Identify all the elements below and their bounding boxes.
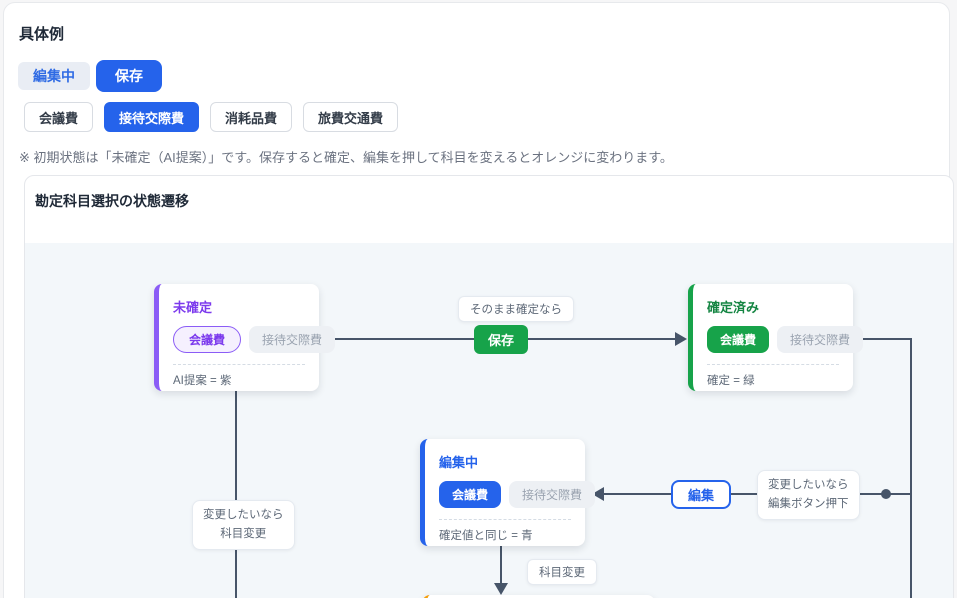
chip-muted: 接待交際費 [777,326,864,353]
chip-primary: 会議費 [707,326,770,353]
chip-row: 会議費 接待交際費 [707,326,864,353]
chip-muted: 接待交際費 [249,326,336,353]
card-title: 確定済み [707,300,760,315]
chip-row: 会議費 接待交際費 [439,481,596,508]
page-container: 具体例 編集中 保存 会議費 接待交際費 消耗品費 旅費交通費 ※ 初期状態は「… [3,2,954,598]
state-card-confirmed: 確定済み 会議費 接待交際費 確定 = 緑 [688,284,864,391]
edge-line-right-vertical [910,338,912,598]
note-text: ※ 初期状態は「未確定（AI提案）」です。保存すると確定、編集を押して科目を変え… [19,150,673,165]
chip-primary: 会議費 [173,326,242,353]
card-title: 編集中 [439,455,479,470]
card-caption: AI提案 = 紫 [173,375,232,387]
card-title: 未確定 [173,300,213,315]
category-button-meeting[interactable]: 会議費 [24,102,94,132]
edge-label-change-subject: 変更したいなら 科目変更 [192,500,295,550]
edge-label-line: 変更したいなら [203,509,284,521]
edge-label-line: 変更したいなら [768,479,849,491]
edge-line-unconfirmed-down [235,391,237,598]
category-button-entertainment[interactable]: 接待交際費 [104,102,200,132]
save-button[interactable]: 保存 [96,60,162,92]
chip-muted: 接待交際費 [509,481,596,508]
edge-label-keep-confirm: そのまま確定なら [458,296,574,322]
category-button-row: 会議費 接待交際費 消耗品費 旅費交通費 [24,102,399,132]
edge-label-subject-change: 科目変更 [527,559,597,585]
arrowhead-right-icon [675,332,687,346]
category-button-supplies[interactable]: 消耗品費 [210,102,293,132]
junction-dot [881,489,891,499]
edge-node-edit: 編集 [671,480,732,509]
card-caption: 確定 = 緑 [707,375,755,387]
chip-primary: 会議費 [439,481,502,508]
card-divider [707,364,839,365]
edge-label-change-edit: 変更したいなら 編集ボタン押下 [757,470,860,520]
edge-label-line: 科目変更 [220,528,267,540]
card-caption: 確定値と同じ = 青 [439,530,533,542]
edge-label-line: 編集ボタン押下 [768,498,849,510]
card-divider [173,364,305,365]
edge-line-confirmed-right [853,338,912,340]
card-divider [439,519,571,520]
status-badge: 編集中 [18,62,90,90]
example-heading: 具体例 [19,26,65,43]
state-card-changed-partial [422,595,655,598]
panel-title: 勘定科目選択の状態遷移 [35,193,189,209]
edge-line-editing-down [500,546,502,585]
chip-row: 会議費 接待交際費 [173,326,336,353]
category-button-travel[interactable]: 旅費交通費 [303,102,399,132]
edge-node-save: 保存 [474,325,529,354]
state-card-unconfirmed: 未確定 会議費 接待交際費 AI提案 = 紫 [154,284,336,391]
state-card-editing: 編集中 会議費 接待交際費 確定値と同じ = 青 [420,439,596,546]
arrowhead-down-icon [494,583,508,595]
